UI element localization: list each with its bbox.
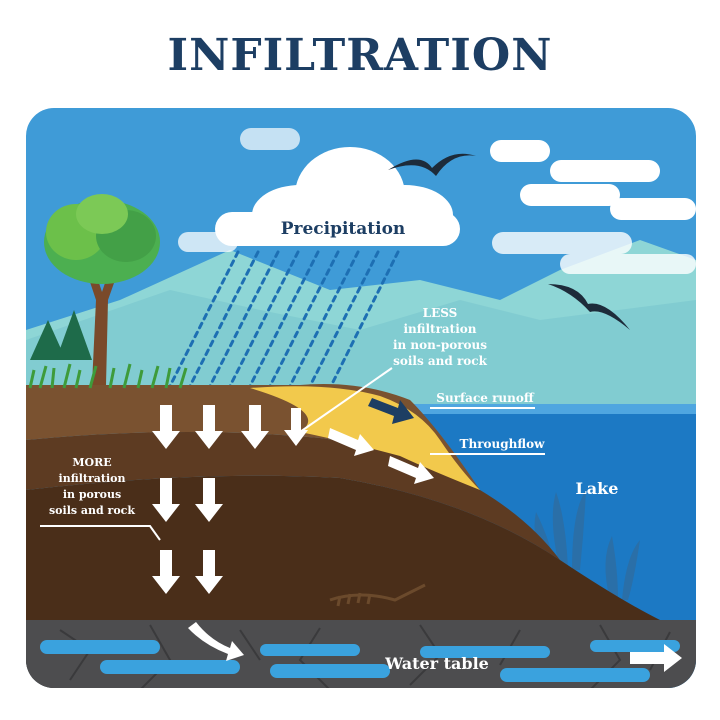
lake-surface <box>380 404 696 414</box>
background-clouds <box>178 128 696 274</box>
sand-layer <box>250 386 480 490</box>
label-less-infiltration-1: LESS <box>423 306 458 320</box>
bird-icon <box>388 153 476 176</box>
rain-cloud <box>215 147 460 246</box>
grass <box>28 363 188 389</box>
tree-icon <box>44 194 160 385</box>
label-more-infiltration-1: MORE <box>72 456 111 469</box>
label-more-infiltration-3: in porous <box>63 488 121 501</box>
bedrock-cracks <box>59 624 671 688</box>
label-throughflow: Throughflow <box>460 437 546 451</box>
label-surface-runoff: Surface runoff <box>436 391 535 405</box>
fossil-icon <box>329 583 426 607</box>
label-less-infiltration-3: in non-porous <box>393 338 487 352</box>
infiltration-arrows <box>152 405 308 594</box>
groundwater <box>40 640 680 682</box>
throughflow-arrows <box>188 428 682 672</box>
label-precipitation: Precipitation <box>281 219 406 239</box>
callout-lines <box>40 367 545 541</box>
label-less-infiltration-4: soils and rock <box>393 354 488 368</box>
label-more-infiltration-4: soils and rock <box>49 504 135 517</box>
label-less-infiltration-2: infiltration <box>403 322 476 336</box>
bird-icon <box>548 284 630 330</box>
label-water-table: Water table <box>384 654 489 673</box>
label-more-infiltration-2: infiltration <box>59 472 126 485</box>
label-lake: Lake <box>576 479 619 498</box>
runoff-arrow <box>368 398 414 424</box>
diagram-title: INFILTRATION <box>167 30 553 81</box>
rain-streaks <box>166 250 400 392</box>
pine-trees <box>30 310 92 360</box>
